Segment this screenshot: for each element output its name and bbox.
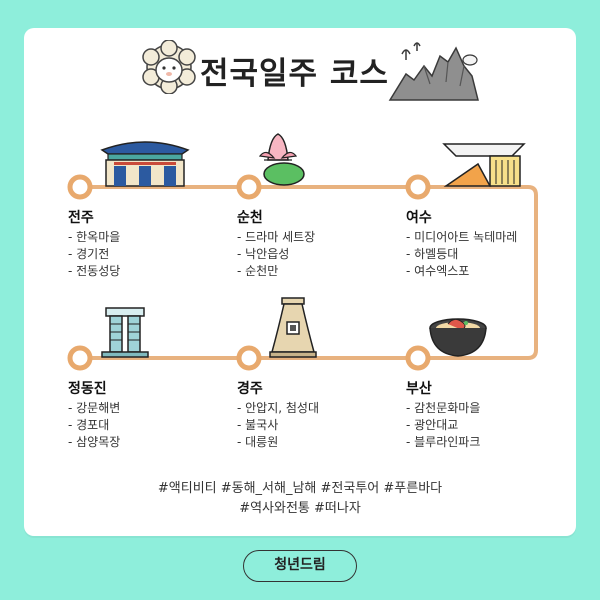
stop-item: - 경기전 [68,247,110,261]
cheomseongdae-icon [269,297,317,358]
stop-item: - 광안대교 [406,418,459,432]
stop-item: - 미디어아트 녹테마레 [406,230,518,244]
brand-badge: 청년드림 [243,550,357,582]
stop-name: 전주 [68,210,94,226]
stop-item: - 감천문화마을 [406,401,481,415]
stop-jeongdongjin: 정동진 - 강문해변 - 경포대 - 삼양목장 [68,378,120,451]
stop-name: 순천 [237,210,263,226]
stop-item: - 전동성당 [68,264,121,278]
route-node-gyeongju [236,345,262,371]
lotus-icon [258,133,305,186]
hanok-gate-icon [100,141,190,187]
stop-item: - 하멜등대 [406,247,459,261]
route-node-busan [405,345,431,371]
route-node-jeongdongjin [67,345,93,371]
hashtags: #액티비티 #동해_서해_남해 #전국투어 #푸른바다 #역사와전통 #떠나자 [0,479,600,519]
route-node-suncheon [236,174,262,200]
sheep-icon [142,40,196,94]
stop-item: - 강문해변 [68,401,121,415]
route-node-yeosu [405,174,431,200]
stop-item: - 여수엑스포 [406,264,470,278]
stop-item: - 블루라인파크 [406,435,481,449]
stop-item: - 불국사 [237,418,279,432]
stop-item: - 경포대 [68,418,110,432]
expo-building-icon [442,143,526,187]
stop-name: 여수 [406,210,432,226]
stop-item: - 삼양목장 [68,435,121,449]
stop-name: 부산 [406,381,432,397]
stop-gyeongju: 경주 - 안압지, 첨성대 - 불국사 - 대릉원 [237,378,319,451]
stop-suncheon: 순천 - 드라마 세트장 - 낙안읍성 - 순천만 [237,207,315,280]
hashtag-line: #액티비티 #동해_서해_남해 #전국투어 #푸른바다 [157,481,443,496]
rock-island-icon [388,42,479,101]
hashtag-line: #역사와전통 #떠나자 [239,501,361,516]
stop-name: 경주 [237,381,263,397]
route-node-jeonju [67,174,93,200]
stop-item: - 드라마 세트장 [237,230,316,244]
stop-item: - 안압지, 첨성대 [237,401,320,415]
stop-jeonju: 전주 - 한옥마을 - 경기전 - 전동성당 [68,207,120,280]
tower-building-icon [101,307,149,358]
stop-item: - 대릉원 [237,435,279,449]
stop-item: - 순천만 [237,264,279,278]
page-title: 전국일주 코스 [200,56,389,92]
stop-busan: 부산 - 감천문화마을 - 광안대교 - 블루라인파크 [406,378,480,451]
stop-item: - 낙안읍성 [237,247,290,261]
content-card [24,28,576,536]
stop-yeosu: 여수 - 미디어아트 녹테마레 - 하멜등대 - 여수엑스포 [406,207,517,280]
stop-name: 정동진 [68,381,107,397]
pot-dish-icon [429,318,487,357]
stop-item: - 한옥마을 [68,230,121,244]
